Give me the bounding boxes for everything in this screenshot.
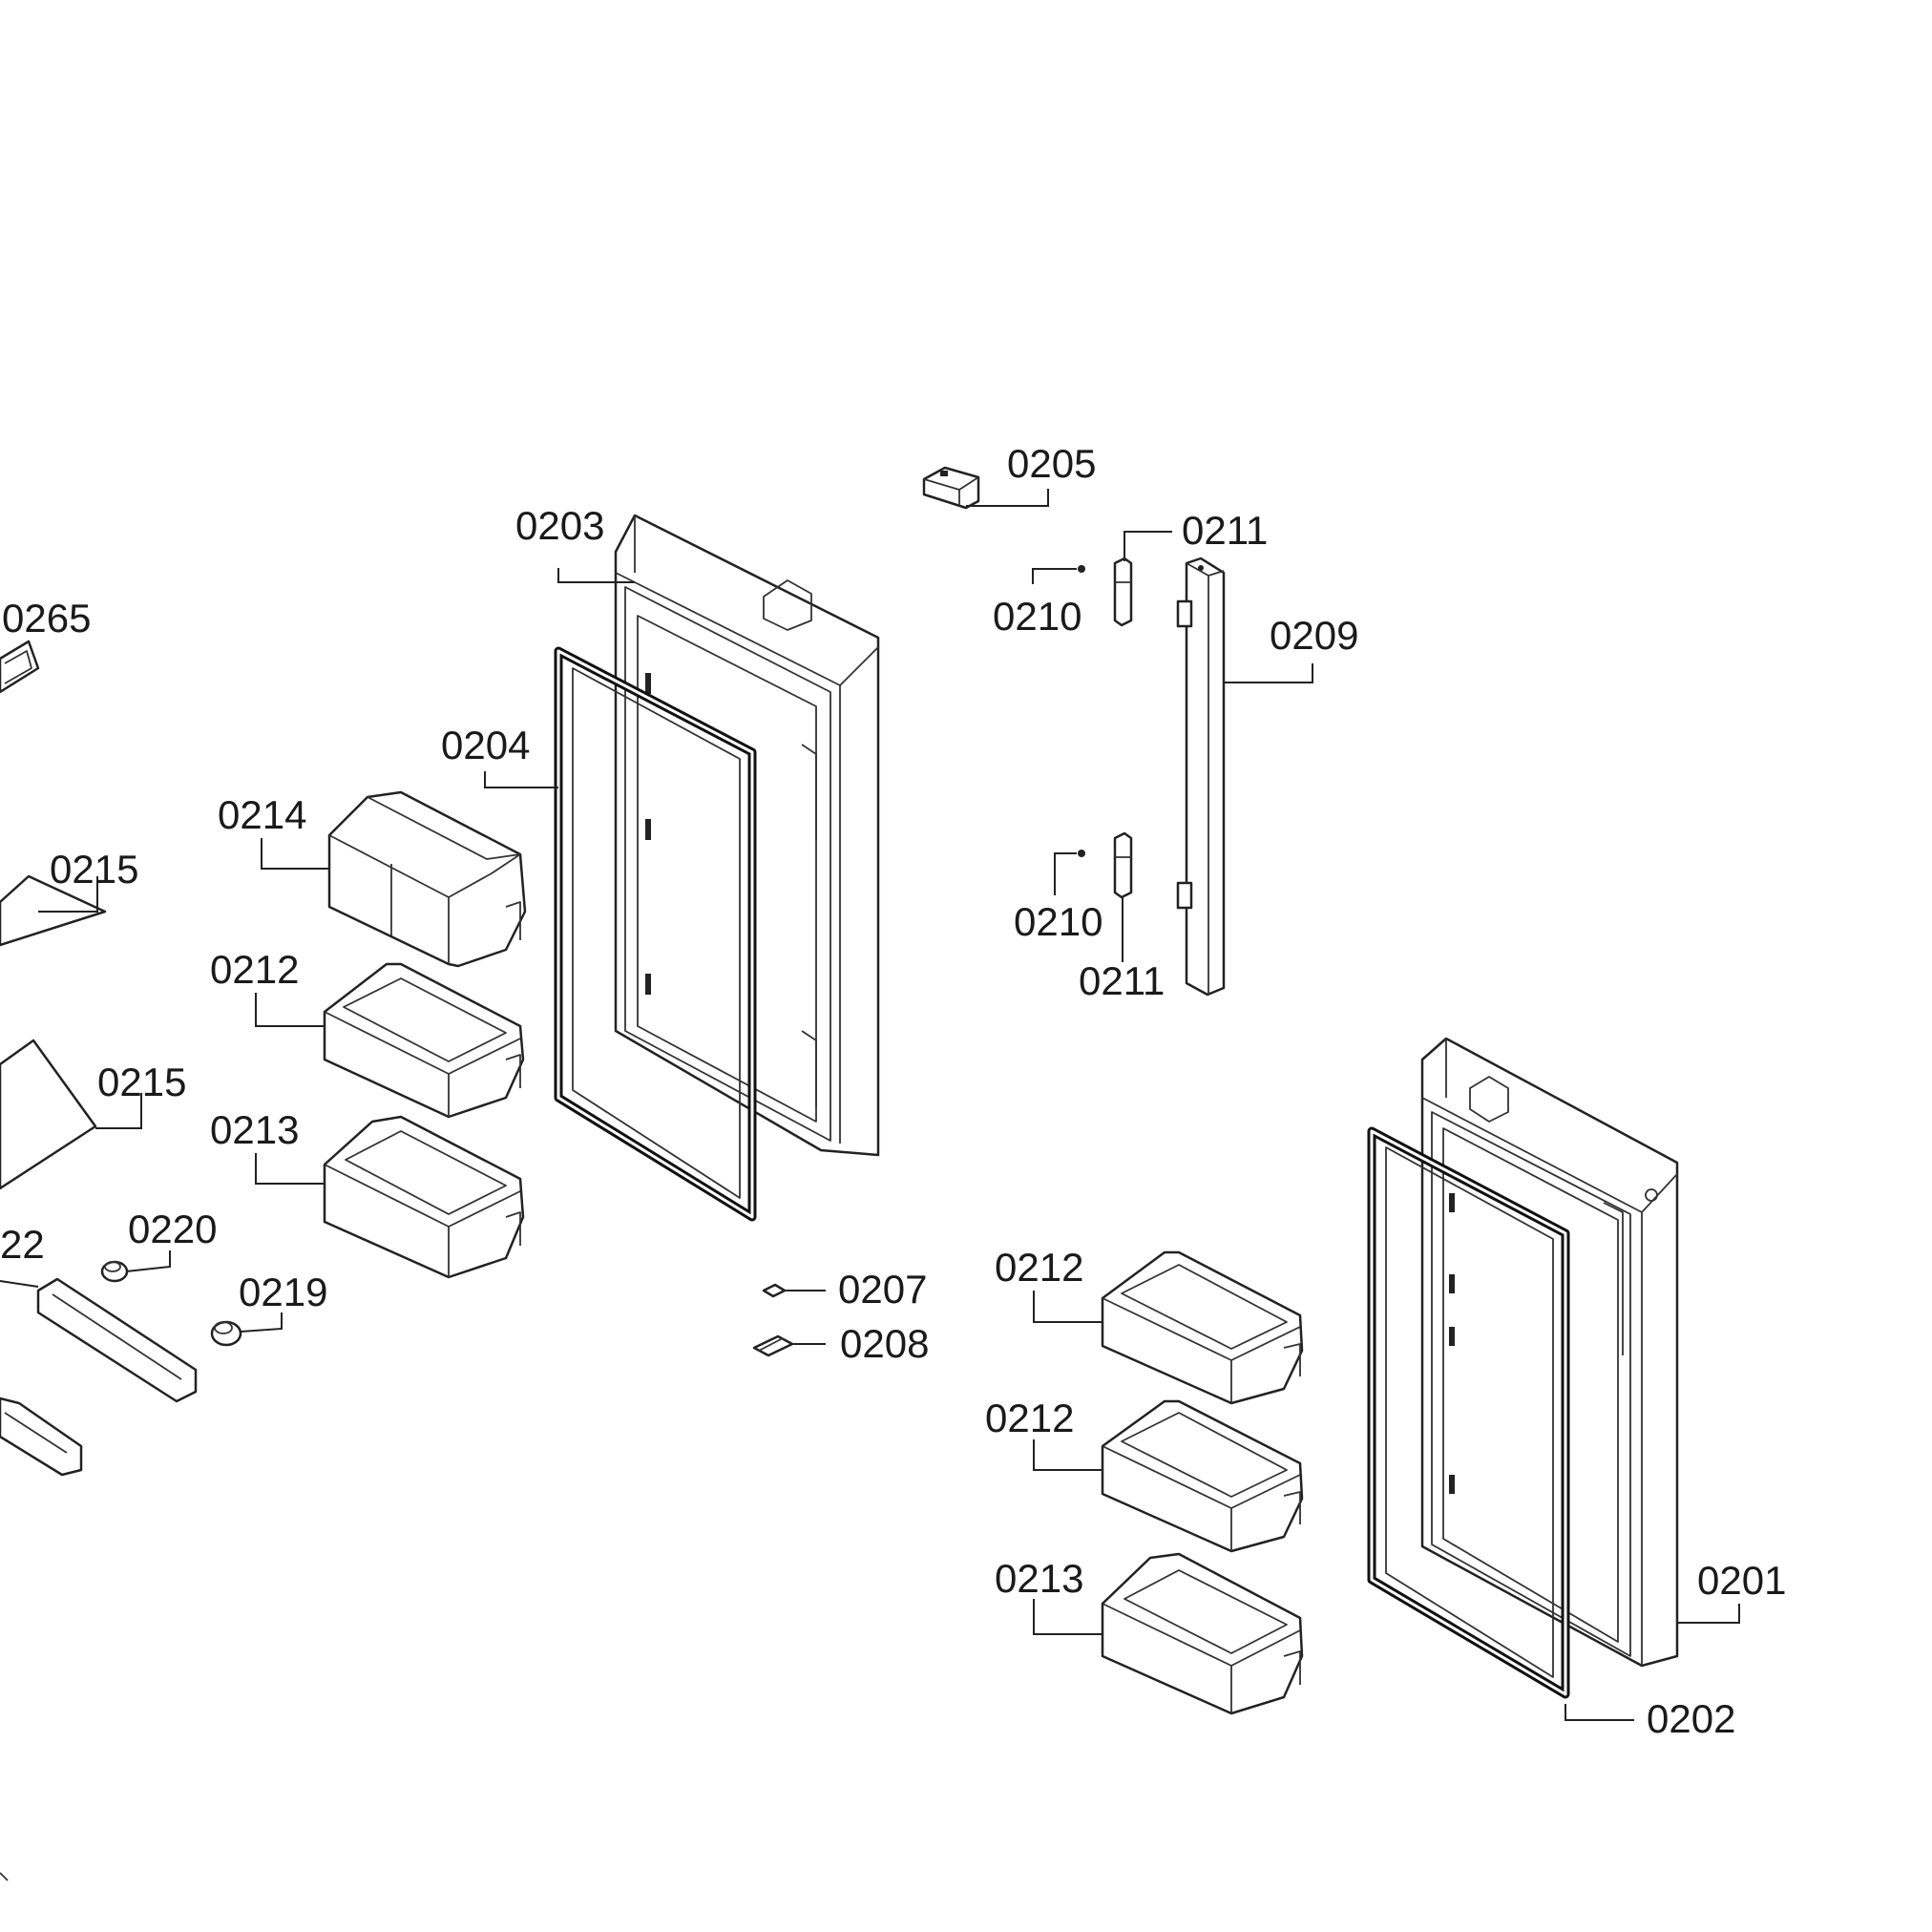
part-0220-foot [100, 1260, 129, 1283]
label-0213-left: 0213 [210, 1107, 299, 1152]
label-0212-left: 0212 [210, 947, 299, 992]
part-0203-door-left [614, 514, 880, 1157]
label-0212-right-middle: 0212 [985, 1396, 1074, 1440]
part-0212-door-bin-right-upper [1101, 1250, 1304, 1405]
label-0211-lower: 0211 [1079, 958, 1165, 1003]
edge-mark [0, 1872, 9, 1881]
label-0210-upper: 0210 [993, 594, 1082, 639]
part-0210-screw-lower [1078, 850, 1085, 857]
label-0211-upper: 0211 [1182, 508, 1268, 553]
part-0212-door-bin-left [323, 962, 525, 1119]
label-0204: 0204 [441, 723, 530, 767]
label-0265: 0265 [2, 596, 91, 640]
label-0205: 0205 [1007, 441, 1096, 486]
label-0219: 0219 [239, 1270, 327, 1314]
label-0202: 0202 [1647, 1696, 1735, 1741]
part-0211-bracket-lower [1113, 831, 1133, 899]
part-0210-screw-upper [1078, 565, 1085, 573]
label-0203: 0203 [515, 503, 604, 548]
label-0207: 0207 [838, 1267, 927, 1312]
label-0213-right: 0213 [995, 1556, 1083, 1601]
part-0208-hinge-clip [752, 1334, 794, 1357]
label-0215-lower: 0215 [97, 1060, 186, 1104]
part-0215-lower-shelf [0, 1039, 97, 1190]
part-0207-clip [762, 1283, 787, 1298]
part-0205-hinge-cover [922, 466, 980, 510]
part-0202-door-gasket-right [1367, 1126, 1570, 1699]
label-0214: 0214 [218, 792, 306, 837]
label-0220: 0220 [128, 1207, 217, 1251]
part-0265-shelf-frame [0, 640, 40, 694]
leader-lines [0, 489, 1740, 1721]
label-0212-right-upper: 0212 [995, 1245, 1083, 1290]
label-0209: 0209 [1270, 613, 1358, 658]
part-0204-door-gasket-left [554, 646, 757, 1222]
callout-labels: 0265 0203 0204 0205 0211 0210 0209 0214 … [0, 441, 1786, 1741]
part-0214-covered-bin [327, 790, 527, 968]
label-0208: 0208 [840, 1321, 929, 1366]
part-0212-door-bin-right-middle [1101, 1399, 1304, 1553]
label-0210-lower: 0210 [1014, 899, 1102, 944]
part-rail-lower [0, 1396, 83, 1477]
part-0219-foot [210, 1320, 242, 1347]
label-0201: 0201 [1697, 1558, 1786, 1603]
part-0213-door-bin-left [323, 1115, 525, 1279]
part-0222-rail-upper [36, 1277, 198, 1403]
part-0213-door-bin-right [1101, 1552, 1304, 1715]
part-0211-bracket-upper [1113, 556, 1133, 627]
label-0222-partial: 22 [0, 1222, 45, 1267]
label-0215-upper: 0215 [50, 847, 138, 892]
part-0209-door-handle [1176, 556, 1226, 997]
part-0201-door-right [1420, 1037, 1679, 1668]
